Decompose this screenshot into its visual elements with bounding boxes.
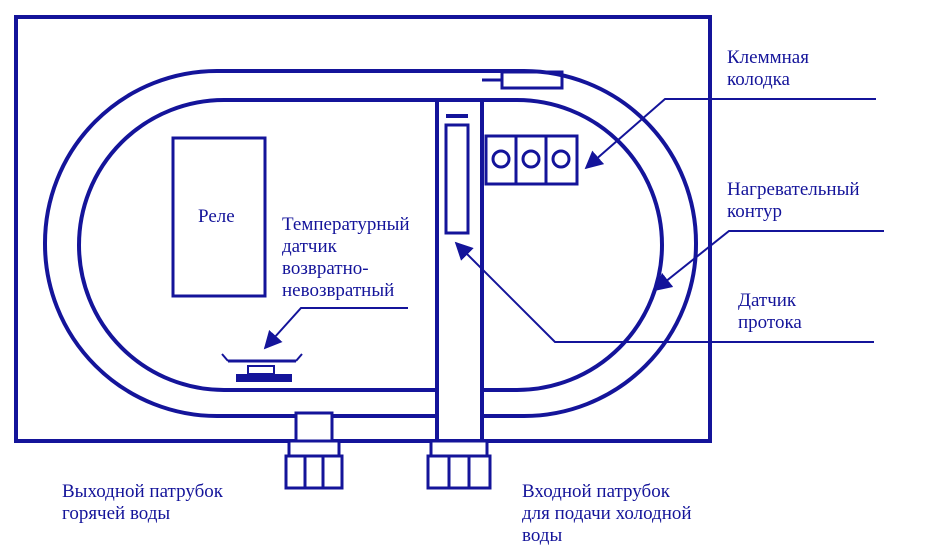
- label-heating-circuit-line-2: контур: [727, 201, 782, 222]
- terminal-screw-1: [491, 149, 511, 169]
- leader-terminal-block: [584, 98, 876, 170]
- label-temp-sensor-line-1: Температурный: [282, 214, 410, 235]
- relay-box: [171, 136, 267, 298]
- label-relay: Реле: [198, 206, 235, 227]
- temp-sensor-leg-right: [295, 353, 303, 362]
- inlet-fitting: [426, 439, 492, 490]
- outlet-fitting: [284, 411, 344, 490]
- heating-loop-outer: [43, 69, 698, 418]
- temp-sensor-core: [247, 365, 275, 375]
- label-temp-sensor-line-2: датчик: [282, 236, 337, 257]
- label-outlet-line-2: горячей воды: [62, 503, 171, 524]
- label-temp-sensor-line-4: невозвратный: [282, 280, 395, 301]
- label-flow-sensor-line-2: протока: [738, 312, 802, 333]
- flow-tube: [435, 98, 484, 443]
- label-inlet-line-1: Входной патрубок: [522, 481, 670, 502]
- leader-heating-circuit: [653, 230, 884, 292]
- terminal-block-body: [484, 134, 579, 186]
- flow-sensor-element: [444, 123, 470, 235]
- label-inlet-line-3: воды: [522, 525, 563, 546]
- label-outlet-line-1: Выходной патрубок: [62, 481, 223, 502]
- label-flow-sensor: Датчик протока: [738, 290, 802, 334]
- label-temp-sensor: Температурный датчик возвратно- невозвра…: [282, 214, 410, 302]
- label-outlet: Выходной патрубок горячей воды: [62, 481, 223, 525]
- terminal-screw-3: [551, 149, 571, 169]
- label-flow-sensor-line-1: Датчик: [738, 290, 797, 311]
- label-terminal-block-line-1: Клеммная: [727, 47, 809, 68]
- temp-sensor-leg-left: [221, 353, 229, 362]
- leader-flow-sensor: [454, 241, 874, 343]
- label-heating-circuit: Нагревательный контур: [727, 179, 860, 223]
- label-temp-sensor-line-3: возвратно-: [282, 258, 369, 279]
- label-terminal-block-line-2: колодка: [727, 69, 790, 90]
- heating-loop-inner: [77, 98, 664, 392]
- terminal-screw-2: [521, 149, 541, 169]
- label-heating-circuit-line-1: Нагревательный: [727, 179, 860, 200]
- housing-outline: [14, 15, 712, 443]
- label-inlet-line-2: для подачи холодной: [522, 503, 692, 524]
- label-inlet: Входной патрубок для подачи холодной вод…: [522, 481, 692, 547]
- temp-sensor-base: [236, 374, 292, 382]
- leader-temp-sensor: [263, 307, 408, 350]
- label-terminal-block: Клеммная колодка: [727, 47, 809, 91]
